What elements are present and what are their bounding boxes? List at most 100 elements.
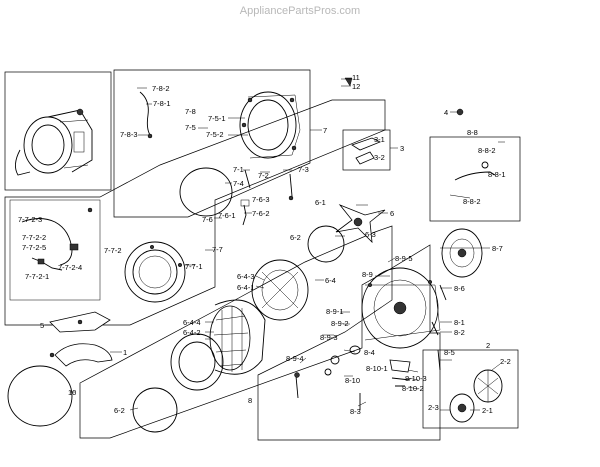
label-10: 10 (68, 388, 76, 397)
label-3-2: 3-2 (374, 153, 385, 162)
door-ring-7-7-part (124, 241, 186, 303)
label-7-6: 7-6 (202, 215, 213, 224)
label-3-1: 3-1 (374, 135, 385, 144)
callout-labels: 11 12 4 7-8-2 7-8-1 7-8 7-5 7-8-3 7-5-1 … (18, 73, 511, 416)
label-8-10: 8-10 (345, 376, 360, 385)
overview-box (4, 71, 112, 191)
small-parts-8-part (294, 284, 447, 410)
wire-harness-7-7-2-part (21, 207, 93, 271)
box-7 (113, 69, 311, 218)
box-8 (257, 244, 441, 441)
ring-6-2-lower-part (132, 387, 178, 433)
label-6-2-upper: 6-2 (290, 233, 301, 242)
box-7-7-2 (9, 199, 101, 301)
label-6-2-lower: 6-2 (114, 406, 125, 415)
label-4: 4 (444, 108, 448, 117)
label-7-8-2: 7-8-2 (152, 84, 170, 93)
gasket-10-part (7, 365, 73, 427)
label-7-6-3: 7-6-3 (252, 195, 270, 204)
box-8-8 (429, 136, 521, 222)
spring-7-6-part (240, 199, 250, 226)
label-8: 8 (248, 396, 252, 405)
label-8-5: 8-5 (444, 348, 455, 357)
label-8-9: 8-9 (362, 270, 373, 279)
label-7-7-2: 7-7-2 (104, 246, 122, 255)
label-7-7-2-1: 7-7-2-1 (25, 272, 49, 281)
tub-rear-8-9-part (361, 267, 441, 349)
label-2-2: 2-2 (500, 357, 511, 366)
label-12: 12 (352, 82, 360, 91)
ring-6-2-upper-part (307, 225, 345, 263)
label-8-7: 8-7 (492, 244, 503, 253)
label-7-7-2-4: 7-7-2-4 (58, 263, 82, 272)
label-6-4-1: 6-4-1 (237, 283, 255, 292)
label-8-9-4: 8-9-4 (286, 354, 304, 363)
drum-front-6-4-2-part (170, 333, 224, 391)
label-7-7: 7-7 (212, 245, 223, 254)
label-8-10-3: 8-10-3 (405, 374, 427, 383)
label-7-8-3: 7-8-3 (120, 130, 138, 139)
label-8-1: 8-1 (454, 318, 465, 327)
parts-4-11-part (344, 77, 464, 116)
leader-lines (45, 78, 505, 411)
label-7-5-1: 7-5-1 (208, 114, 226, 123)
drum-6-4-4-part (209, 299, 266, 375)
label-6-4-2: 6-4-2 (183, 328, 201, 337)
label-8-3: 8-3 (350, 407, 361, 416)
box-2 (422, 349, 519, 429)
label-7-7-2-5: 7-7-2-5 (22, 243, 46, 252)
label-7-7-1: 7-7-1 (185, 262, 203, 271)
label-8-9-1: 8-9-1 (326, 307, 344, 316)
label-7: 7 (323, 126, 327, 135)
label-7-6-2: 7-6-2 (252, 209, 270, 218)
motor-8-7-part (441, 228, 483, 278)
bracket-3-part (351, 137, 381, 165)
label-8-8-1: 8-8-1 (488, 170, 506, 179)
label-7-7-2-2: 7-7-2-2 (22, 233, 46, 242)
label-8-9-3: 8-9-3 (320, 333, 338, 342)
tub-front-part (239, 91, 301, 159)
drum-back-6-4-part (251, 259, 309, 321)
label-2: 2 (486, 341, 490, 350)
box-7-7 (4, 99, 386, 326)
ring-7-4-part (179, 167, 233, 217)
label-7-8: 7-8 (185, 107, 196, 116)
pulley-2-2-part (473, 369, 503, 403)
watermark: AppliancePartsPros.com (240, 5, 360, 17)
label-7-2: 7-2 (258, 171, 269, 180)
label-8-8-2-top: 8-8-2 (478, 146, 496, 155)
label-7-8-1: 7-8-1 (153, 99, 171, 108)
hinge-5-part (49, 311, 111, 333)
pulley-2-3-part (449, 393, 475, 423)
label-2-3: 2-3 (428, 403, 439, 412)
label-6-4-4: 6-4-4 (183, 318, 201, 327)
label-2-1: 2-1 (482, 406, 493, 415)
label-7-5: 7-5 (185, 123, 196, 132)
label-11: 11 (352, 73, 360, 82)
label-8-8: 8-8 (467, 128, 478, 137)
label-7-1: 7-1 (233, 165, 244, 174)
spider-6-1-part (335, 204, 386, 244)
box-3 (342, 129, 391, 171)
label-7-4: 7-4 (233, 179, 244, 188)
label-8-2: 8-2 (454, 328, 465, 337)
label-6-4-3: 6-4-3 (237, 272, 255, 281)
label-6-1: 6-1 (315, 198, 326, 207)
label-5: 5 (40, 321, 44, 330)
label-8-8-2-bottom: 8-8-2 (463, 197, 481, 206)
label-8-4: 8-4 (364, 348, 375, 357)
label-7-7-2-3: 7-7-2-3 (18, 215, 42, 224)
label-8-9-5: 8-9-5 (395, 254, 413, 263)
hose-7-8-part (139, 91, 153, 139)
label-7-6-1: 7-6-1 (218, 211, 236, 220)
label-8-6: 8-6 (454, 284, 465, 293)
bolt-7-2-part (244, 169, 294, 201)
label-7-5-2: 7-5-2 (206, 130, 224, 139)
label-6-3: 6-3 (365, 230, 376, 239)
label-8-10-1: 8-10-1 (366, 364, 388, 373)
label-1: 1 (123, 348, 127, 357)
hose-8-8-part (449, 161, 496, 199)
overview-assembly-drawing (15, 108, 93, 176)
label-7-3: 7-3 (298, 165, 309, 174)
